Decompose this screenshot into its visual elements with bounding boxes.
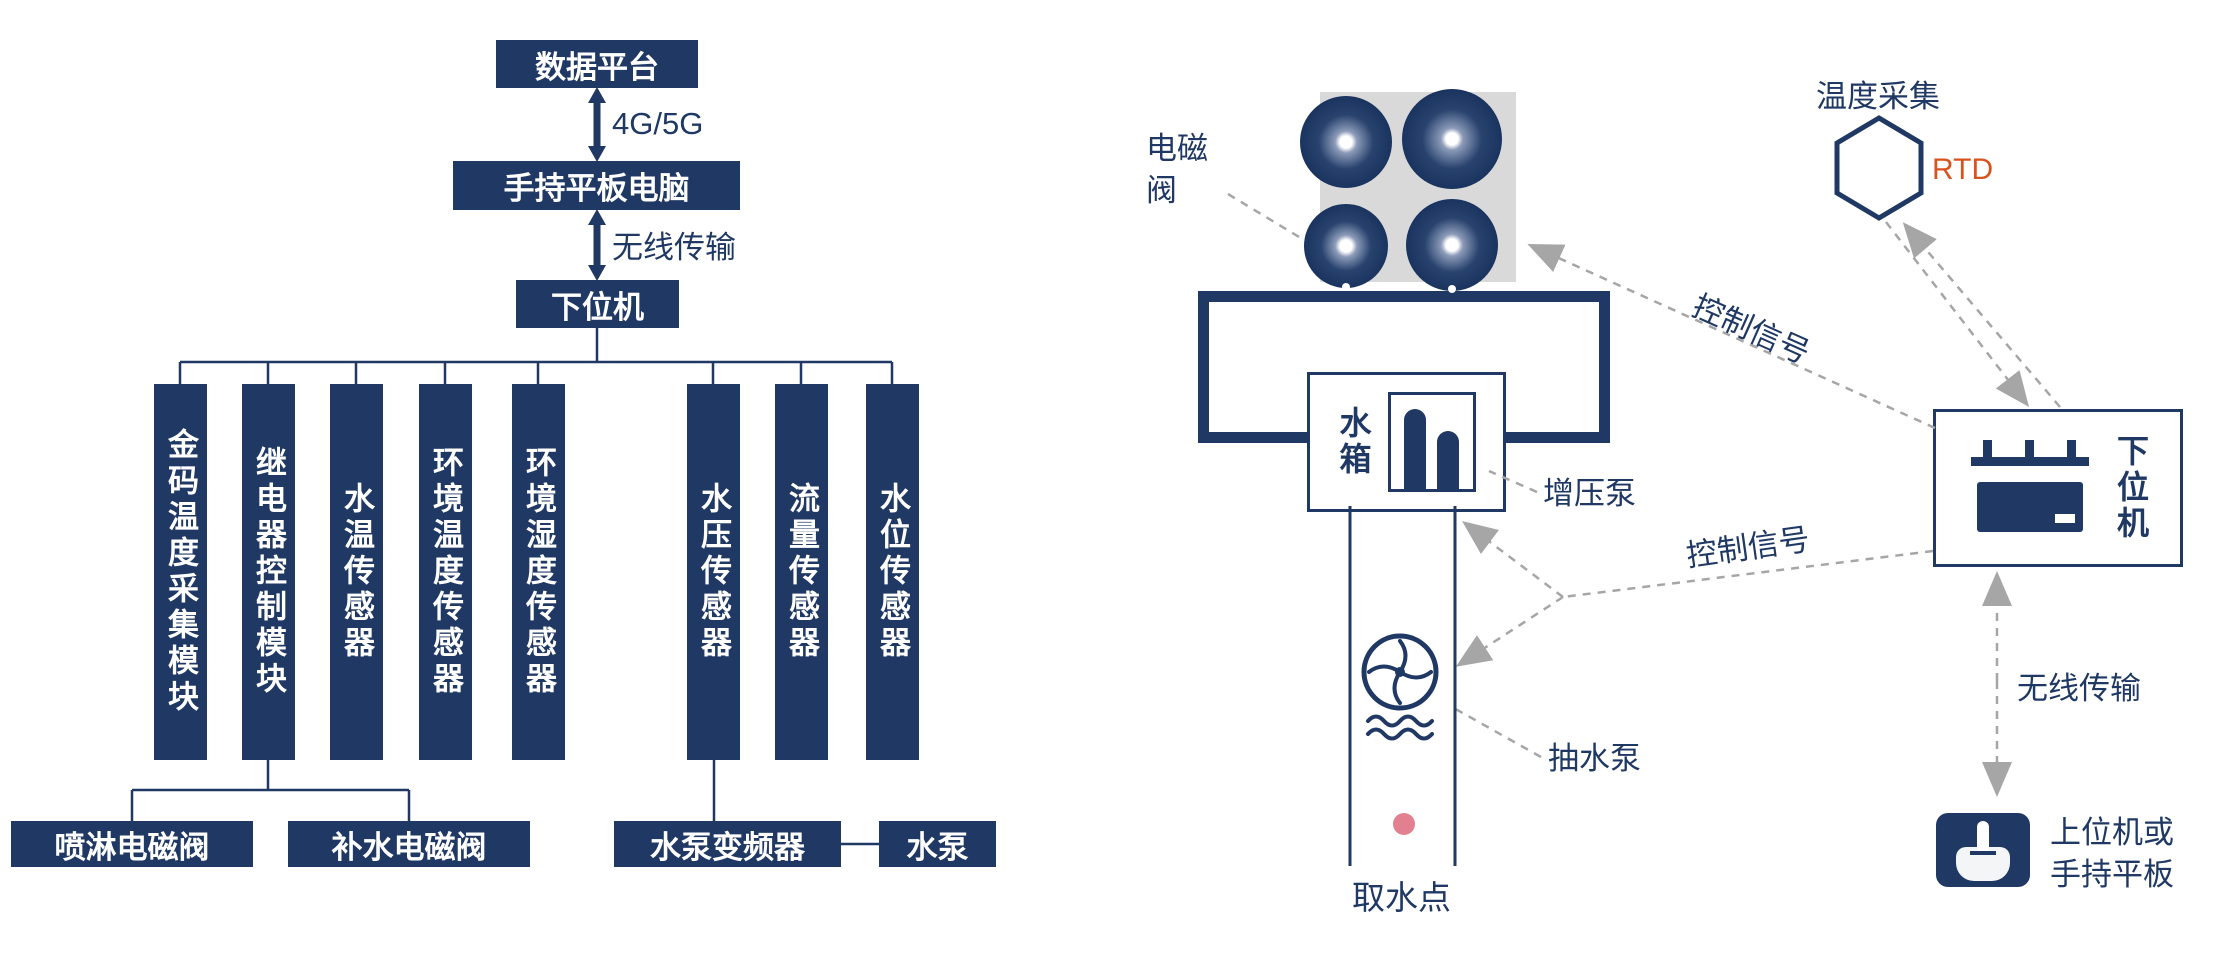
module-flow-sensor: 流量传感器 [775, 384, 828, 760]
to-booster-pump-line [1462, 520, 1564, 598]
water-tank-box: 水箱 [1307, 372, 1506, 512]
lower-machine-box-left: 下位机 [516, 280, 679, 328]
water-point-label: 取水点 [1352, 879, 1451, 916]
temp-collect-label: 温度采集 [1816, 79, 1940, 114]
link-4g5g-label: 4G/5G [612, 106, 704, 141]
refill-valve-box: 补水电磁阀 [288, 821, 530, 867]
module-water-pressure-sensor: 水压传感器 [687, 384, 740, 760]
spray-valve-box: 喷淋电磁阀 [11, 821, 253, 867]
module-relay-control: 继电器控制模块 [242, 384, 295, 760]
module-water-level-sensor: 水位传感器 [866, 384, 919, 760]
sprinkler-head-icon [1304, 204, 1388, 288]
plc-device-icon [1971, 440, 2089, 532]
module-env-temp-sensor: 环境温度传感器 [419, 384, 472, 760]
wireless-link-label-left: 无线传输 [612, 230, 736, 265]
module-temp-collect: 金码温度采集模块 [154, 384, 207, 760]
intake-pipes [1348, 506, 1457, 866]
host-tablet-label: 上位机或手持平板 [2050, 815, 2174, 892]
rtd-hexagon-icon [1834, 115, 1924, 221]
suction-leader-line [1451, 705, 1542, 759]
solenoid-valve-label: 电磁阀 [1146, 131, 1208, 208]
plc-to-rtd-line [1902, 222, 2061, 408]
to-suction-pump-line [1455, 595, 1564, 667]
lower-machine-box-right: 下位机 [1933, 409, 2183, 567]
water-point-dot [1393, 813, 1415, 835]
water-tank-label: 水箱 [1335, 406, 1372, 478]
booster-pump-label: 增压泵 [1543, 476, 1636, 511]
host-tablet-icon [1930, 801, 2036, 900]
rtd-label: RTD [1932, 153, 1994, 186]
wireless-label-right: 无线传输 [2017, 671, 2141, 706]
data-platform-box: 数据平台 [496, 40, 698, 88]
tank-level-icon [1387, 392, 1476, 492]
pump-box: 水泵 [879, 821, 996, 867]
control-signal-label-bottom: 控制信号 [1684, 521, 1812, 574]
rtd-to-plc-line [1885, 221, 2030, 407]
module-water-temp-sensor: 水温传感器 [330, 384, 383, 760]
suction-pump-label: 抽水泵 [1548, 741, 1641, 776]
control-signal-label-top: 控制信号 [1687, 288, 1815, 371]
suction-pump-icon [1361, 633, 1439, 741]
lower-machine-label-right: 下位机 [2113, 434, 2149, 542]
sprinkler-head-icon [1300, 96, 1392, 188]
sprinkler-head-icon [1402, 89, 1502, 189]
vfd-box: 水泵变频器 [614, 821, 841, 867]
solenoid-leader-line [1227, 192, 1305, 242]
sprinkler-head-icon [1406, 199, 1498, 291]
handheld-tablet-box: 手持平板电脑 [453, 161, 740, 210]
module-env-humidity-sensor: 环境湿度传感器 [512, 384, 565, 760]
